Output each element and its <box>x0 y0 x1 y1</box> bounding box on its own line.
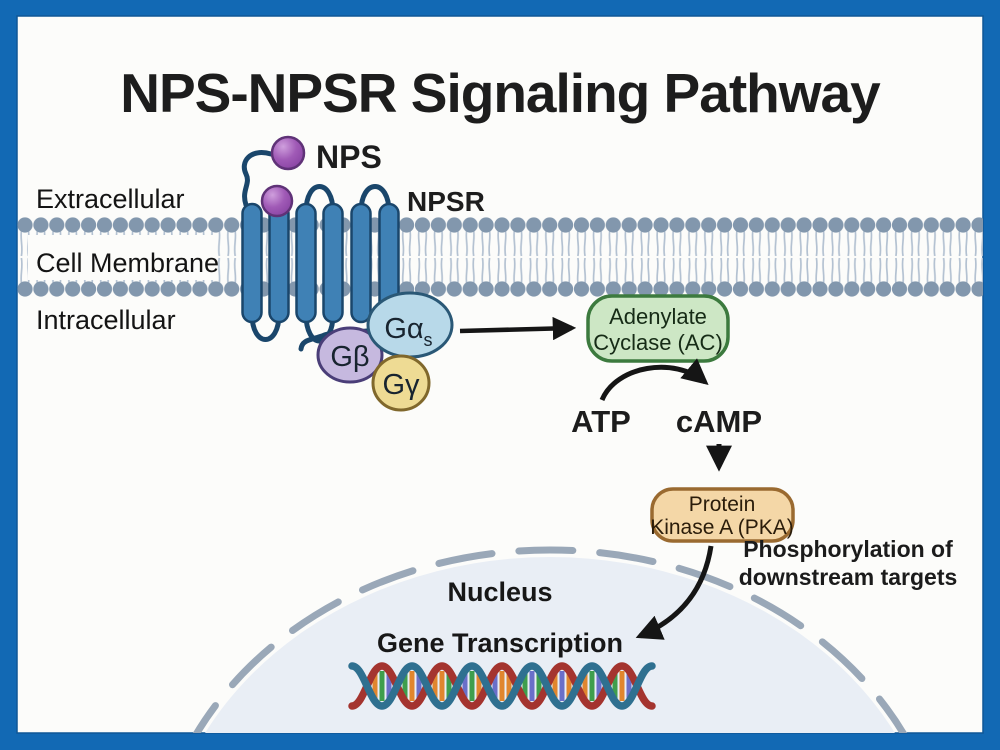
npsr-label: NPSR <box>407 186 485 217</box>
ac-label-line2: Cyclase (AC) <box>593 330 723 355</box>
nucleus-label: Nucleus <box>447 577 552 607</box>
dna-rungs <box>372 671 632 701</box>
dna-strand-teal <box>348 662 656 710</box>
g-gamma-label: Gγ <box>382 369 420 401</box>
g-alpha-sub-label: s <box>424 330 433 350</box>
tm-helix-1 <box>241 202 263 324</box>
dna-helix <box>348 662 656 710</box>
nuclear-envelope <box>192 546 908 733</box>
extracellular-label: Extracellular <box>36 184 185 214</box>
nps-label: NPS <box>316 139 382 175</box>
activation-arrow <box>459 316 577 341</box>
nps-ligand-bound <box>260 184 294 218</box>
g-beta-label: Gβ <box>330 341 369 373</box>
tm-helix-4 <box>322 202 344 324</box>
dna-strand-red <box>348 662 656 710</box>
tm-helix-5 <box>350 202 372 324</box>
g-protein-complex: Gα s Gβ Gγ <box>316 291 454 412</box>
g-beta-subunit <box>316 326 384 384</box>
protein-kinase-a: Protein Kinase A (PKA) <box>650 487 795 543</box>
npsr-receptor <box>241 150 400 352</box>
tm-helix-3 <box>295 202 317 324</box>
atp-label: ATP <box>571 404 631 439</box>
tm-helix-2 <box>268 202 290 324</box>
adenylate-cyclase-box <box>586 294 730 363</box>
g-gamma-subunit <box>371 354 431 412</box>
nucleus-body <box>205 557 895 733</box>
phosphorylation-text-line1: Phosphorylation of <box>743 536 953 562</box>
pka-gene-arrow <box>635 545 714 640</box>
nps-ligand-free <box>270 135 306 171</box>
adenylate-cyclase: Adenylate Cyclase (AC) <box>586 294 730 363</box>
pka-label-line2: Kinase A (PKA) <box>650 516 794 539</box>
camp-label: cAMP <box>676 404 762 439</box>
membrane-label-backdrop <box>28 235 214 280</box>
gene-transcription-label: Gene Transcription <box>377 628 623 658</box>
g-alpha-label: Gα <box>384 313 423 345</box>
phosphorylation-text-line2: downstream targets <box>739 564 958 590</box>
intracellular-loop <box>303 311 336 344</box>
pka-box <box>650 487 795 543</box>
page-title: NPS-NPSR Signaling Pathway <box>120 62 881 124</box>
pka-label-line1: Protein <box>689 493 756 516</box>
cell-membrane-label: Cell Membrane <box>36 248 219 278</box>
n-terminal-tail <box>241 150 274 208</box>
intracellular-label: Intracellular <box>36 305 176 335</box>
cell-membrane <box>17 216 983 298</box>
atp-camp-arrow <box>599 358 709 402</box>
nucleus <box>192 546 908 733</box>
ac-label-line1: Adenylate <box>609 304 707 329</box>
